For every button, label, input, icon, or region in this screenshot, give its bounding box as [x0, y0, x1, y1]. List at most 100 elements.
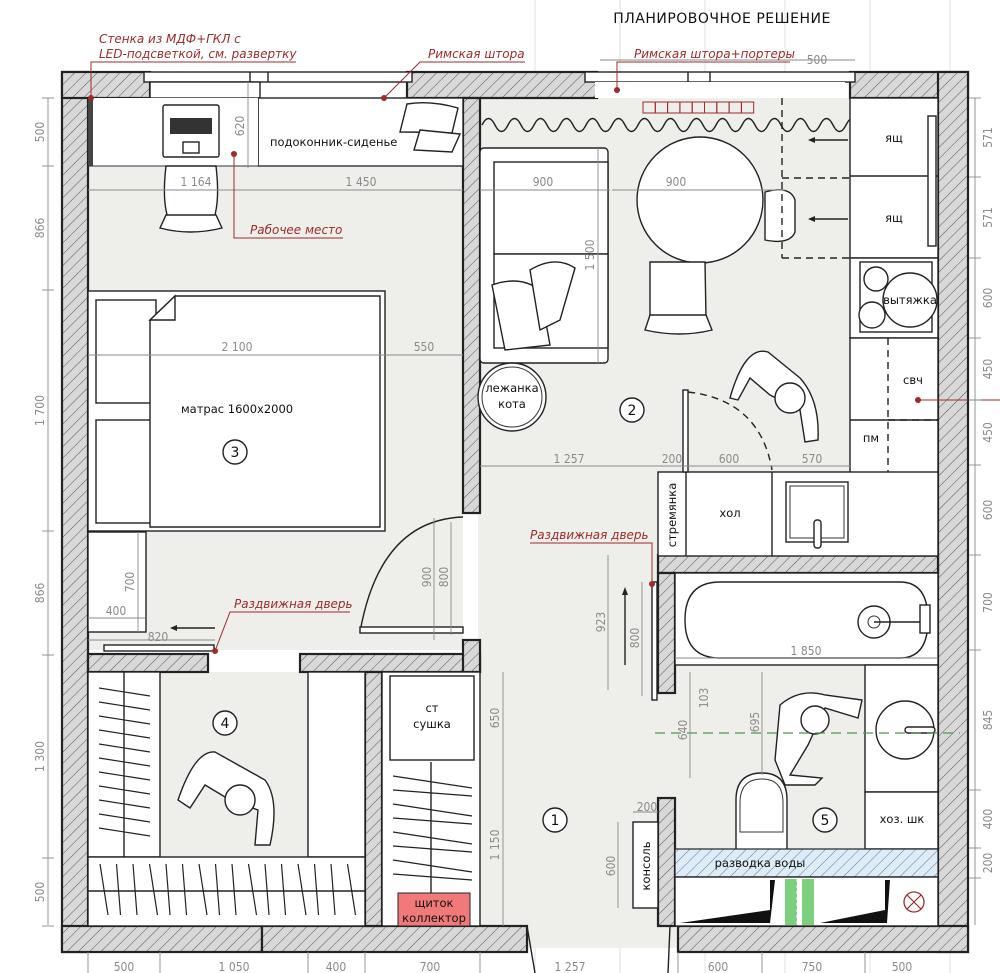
hood-icon	[882, 272, 938, 328]
person-icon-kitchen	[729, 350, 819, 443]
label-fridge: хол	[719, 506, 740, 520]
laptop-icon	[162, 104, 220, 158]
hanger-icon	[165, 863, 171, 916]
dim-top-500: 500	[807, 53, 828, 67]
annotation-roman-blind-portieres: Римская штора+портеры	[614, 47, 795, 93]
label-console: консоль	[639, 841, 653, 890]
hanger-icon	[98, 715, 151, 725]
toilet	[735, 772, 788, 851]
room-number-1: 1	[542, 807, 568, 833]
hanger-icon	[392, 845, 473, 853]
wardrobe-left	[87, 531, 147, 633]
svg-text:Раздвижная дверь: Раздвижная дверь	[234, 597, 353, 611]
hanger-icon	[115, 863, 122, 916]
svg-text:3: 3	[231, 445, 240, 461]
hanger-icon	[297, 863, 307, 916]
dim-1150: 1 150	[488, 829, 502, 860]
dim-bottom-label: 500	[892, 960, 913, 973]
bedroom-door[interactable]	[359, 516, 464, 634]
dim-1257-mid: 1 257	[554, 452, 585, 466]
hanger-icon	[181, 863, 188, 916]
label-shield-2: коллектор	[402, 911, 466, 925]
room-number-5: 5	[812, 807, 838, 833]
dim-left-label: 1 700	[33, 395, 47, 426]
hanger-icon	[198, 863, 208, 916]
label-cat-bed-1: лежанка	[485, 381, 538, 395]
dim-left-label: 500	[33, 122, 47, 143]
hanger-icon	[148, 863, 159, 916]
room-number-4: 4	[212, 710, 238, 736]
dim-right-label: 200	[981, 853, 995, 874]
bath-sink	[864, 664, 939, 793]
plan-title: ПЛАНИРОВОЧНОЕ РЕШЕНИЕ	[613, 11, 831, 27]
dim-1500: 1 500	[583, 239, 597, 270]
dim-1850: 1 850	[791, 644, 822, 658]
annotation-sliding-door-left: Раздвижная дверь	[212, 597, 353, 654]
hanger-icon	[99, 863, 109, 916]
label-cat-bed-2: кота	[498, 397, 526, 411]
label-windowsill-seat: подоконник-сиденье	[270, 135, 397, 149]
dimension-lines	[47, 59, 976, 926]
dining-table	[636, 136, 796, 335]
faucet-icon	[919, 604, 931, 634]
bathtub	[674, 572, 939, 666]
dim-bottom-label: 400	[326, 960, 347, 973]
hanger-icon	[313, 863, 320, 916]
kitchen-cabinets	[657, 97, 939, 557]
dim-right-label: 400	[981, 809, 995, 830]
dim-800-slide: 800	[628, 628, 642, 649]
hanger-icon	[264, 863, 270, 916]
hanger-icon	[98, 799, 151, 809]
svg-text:Римская штора: Римская штора	[428, 47, 525, 61]
dim-600-console: 600	[604, 856, 618, 877]
hanger-icon	[214, 863, 221, 916]
entrance-door[interactable]	[526, 925, 671, 973]
kitchen-door[interactable]	[682, 389, 773, 473]
dim-bottom-label: 700	[420, 960, 441, 973]
svg-text:Рабочее место: Рабочее место	[250, 223, 342, 237]
dim-left-label: 1 300	[33, 741, 47, 772]
dim-left-label: 866	[33, 218, 47, 239]
hanger-icon	[98, 757, 151, 767]
dim-900-sofa: 900	[533, 175, 554, 189]
bed	[87, 290, 386, 532]
annotation-sliding-door-right: Раздвижная дверь	[530, 528, 655, 587]
hanger-icon	[392, 775, 473, 789]
dim-695: 695	[748, 712, 762, 733]
dim-right-label: 600	[981, 500, 995, 521]
dim-923: 923	[594, 612, 608, 633]
hanger-icon	[98, 743, 151, 753]
label-ladder: стремянка	[665, 483, 679, 548]
curtain-wave	[481, 117, 873, 133]
annotation-mdf-wall: Стенка из МДФ+ГКЛ с LED-подсветкой, см. …	[88, 32, 297, 101]
hanger-icon	[280, 863, 287, 916]
label-dryer-2: сушка	[413, 717, 451, 731]
dim-bottom-label: 1 050	[219, 960, 250, 973]
chair-icon	[764, 189, 796, 243]
dim-200-top: 200	[662, 452, 683, 466]
label-utility-cabinet: хоз. шк	[880, 812, 925, 826]
blind-slats	[642, 101, 755, 114]
dim-left-label: 500	[33, 882, 47, 903]
room-number-3: 3	[222, 439, 248, 465]
dim-640: 640	[676, 720, 690, 741]
hall-wardrobe	[87, 671, 366, 927]
svg-text:LED-подсветкой, см. развертку: LED-подсветкой, см. развертку	[99, 47, 297, 61]
hanger-icon	[392, 803, 473, 817]
dim-900-table: 900	[666, 175, 687, 189]
annotation-workplace: Рабочее место	[231, 151, 343, 239]
hanger-icon	[346, 863, 357, 916]
dim-right-label: 571	[981, 207, 995, 228]
hanger-icon	[231, 863, 237, 916]
hanger-icon	[330, 863, 336, 916]
sliding-door-left[interactable]	[103, 644, 215, 652]
dim-800-door: 800	[437, 567, 451, 588]
dim-bottom-label: 600	[708, 960, 729, 973]
label-shield-1: щиток	[415, 896, 454, 910]
svg-text:5: 5	[821, 813, 830, 829]
sliding-door-bathroom[interactable]	[651, 581, 658, 701]
blind-slat	[740, 101, 755, 114]
